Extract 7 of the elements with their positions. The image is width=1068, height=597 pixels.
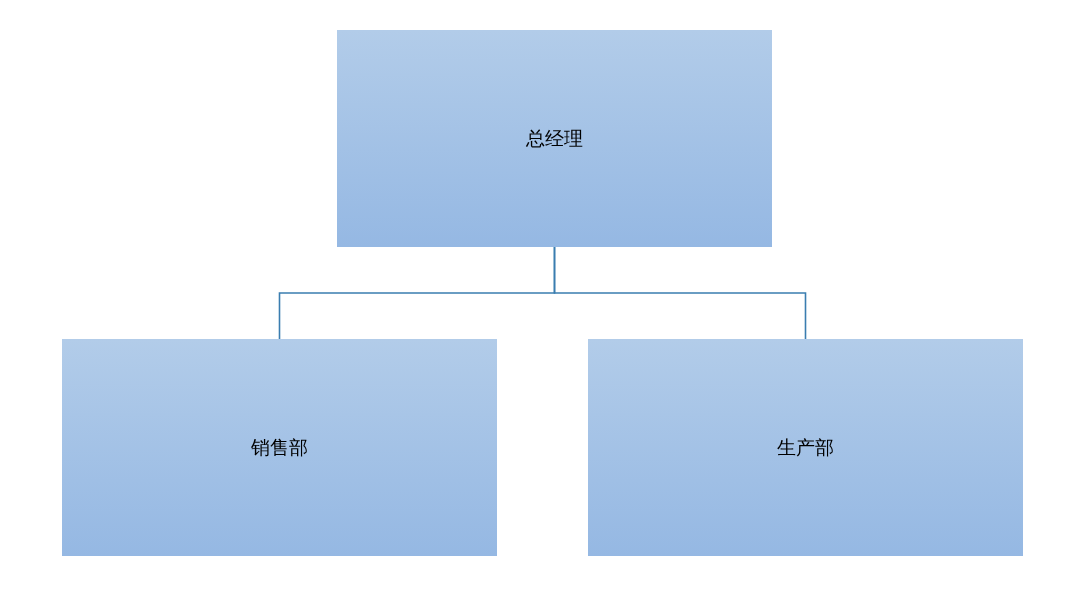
org-box bbox=[588, 339, 1023, 556]
connector-line bbox=[553, 246, 807, 340]
box-label: 生产部 bbox=[777, 434, 834, 460]
box-label: 销售部 bbox=[251, 434, 308, 460]
box-label: 总经理 bbox=[526, 125, 583, 151]
org-box bbox=[62, 339, 497, 556]
org-box bbox=[337, 30, 772, 247]
